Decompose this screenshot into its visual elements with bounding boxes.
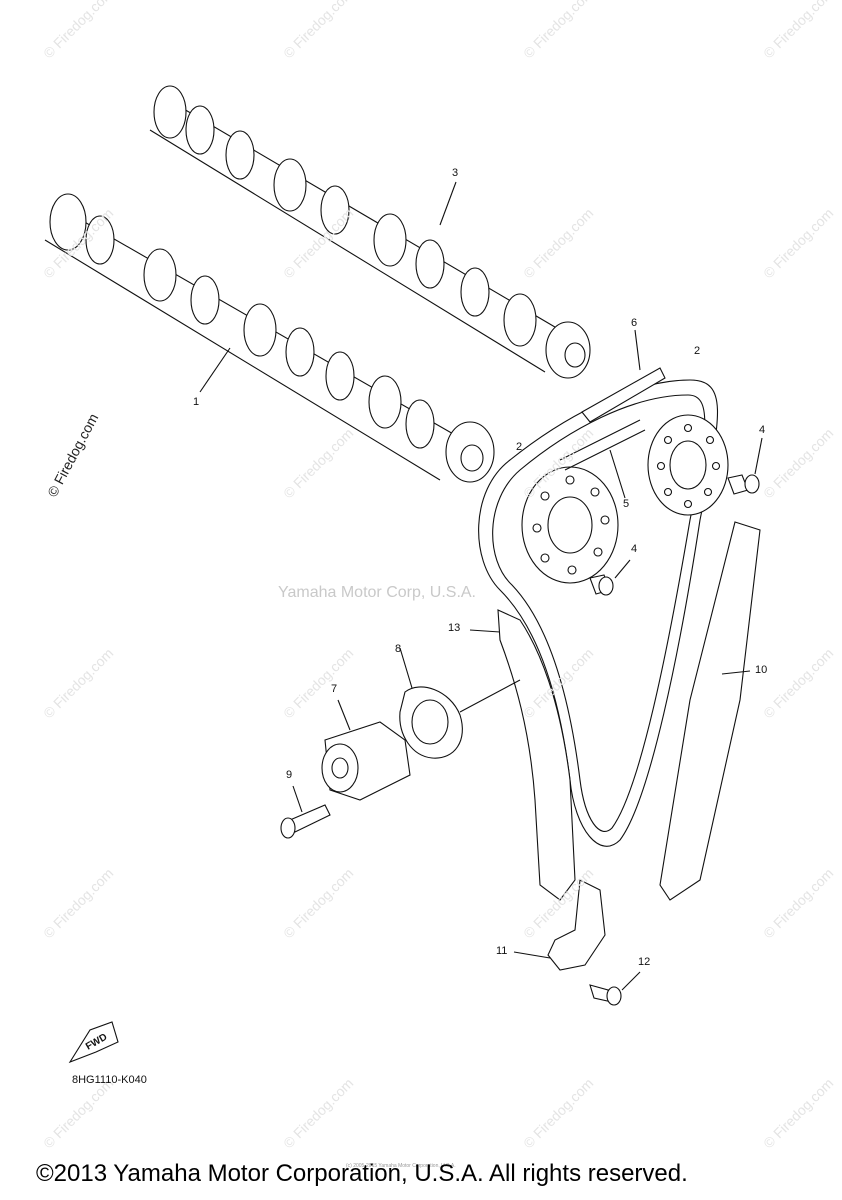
bolt-4-upper [727, 437, 763, 495]
callout-12: 12 [638, 956, 651, 968]
copyright-text: ©2013 Yamaha Motor Corporation, U.S.A. A… [36, 1160, 688, 1187]
callout-10: 10 [755, 664, 768, 676]
bolt-9 [280, 785, 331, 839]
cam-sprocket-2-upper [647, 414, 729, 516]
gasket-8 [399, 647, 521, 759]
fwd-arrow-icon: FWD [68, 1021, 119, 1064]
brand-watermark: Yamaha Motor Corp, U.S.A. [278, 584, 476, 601]
leader-1 [199, 347, 231, 393]
tensioner-guide-13 [497, 609, 576, 901]
cam-chain-5-inner [492, 394, 706, 832]
callout-3: 3 [452, 167, 459, 179]
callout-4: 4 [759, 424, 766, 436]
callout-2: 2 [516, 441, 523, 453]
callout-11: 11 [496, 945, 508, 957]
cam-chain-5 [478, 379, 719, 847]
tensioner-7 [321, 699, 411, 801]
callout-13: 13 [448, 622, 461, 634]
callout-7: 7 [331, 683, 338, 695]
bolt-12 [589, 971, 641, 1006]
camshaft-1 [44, 193, 495, 483]
callout-5: 5 [623, 498, 630, 510]
leader-3 [439, 181, 457, 226]
chain-guide-6 [581, 367, 666, 423]
diagram-code: 8HG1110-K040 [72, 1074, 147, 1086]
bracket-11 [547, 879, 606, 971]
callout-4: 4 [631, 543, 638, 555]
callout-8: 8 [395, 643, 402, 655]
callout-9: 9 [286, 769, 293, 781]
chain-link-5 [559, 419, 646, 471]
bolt-4-lower [589, 559, 631, 596]
small-copyright: (c) 2005-2015 Yamaha Motor Corporation, … [346, 1163, 456, 1169]
callout-2: 2 [694, 345, 701, 357]
callout-6: 6 [631, 317, 638, 329]
callout-1: 1 [193, 396, 200, 408]
camshaft-3 [149, 85, 591, 379]
chain-guide-10 [659, 521, 761, 901]
